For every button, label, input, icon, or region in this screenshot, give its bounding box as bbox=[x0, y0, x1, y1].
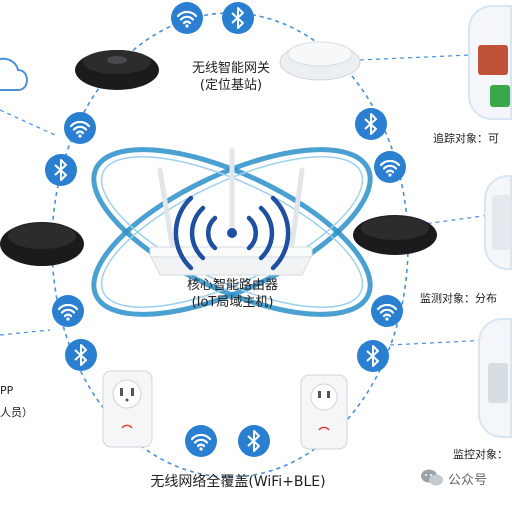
cloud-icon bbox=[0, 57, 28, 91]
gateway-label-line1: 无线智能网关 bbox=[191, 61, 270, 76]
wifi-icon bbox=[63, 111, 97, 145]
wifi-icon bbox=[184, 424, 218, 458]
coverage-label: 无线网络全覆盖(WiFi+BLE) bbox=[150, 474, 326, 490]
router-label: 核心智能路由器 (IoT局域主机) bbox=[155, 277, 310, 311]
gateway-label-line2: (定位基站) bbox=[199, 78, 263, 93]
bluetooth-icon bbox=[44, 153, 78, 187]
router-label-line2: (IoT局域主机) bbox=[191, 295, 274, 310]
wifi-icon bbox=[170, 1, 204, 35]
watermark: 公众号 bbox=[420, 468, 487, 488]
smart-plug-right bbox=[300, 374, 348, 450]
gateway-hub-left bbox=[0, 222, 84, 266]
wifi-icon bbox=[373, 150, 407, 184]
watermark-text: 公众号 bbox=[448, 472, 488, 488]
gateway-hub-right bbox=[353, 215, 437, 255]
wifi-icon bbox=[370, 294, 404, 328]
control-object-card bbox=[478, 318, 512, 438]
monitoring-object-card bbox=[484, 175, 512, 270]
bluetooth-icon bbox=[64, 338, 98, 372]
wifi-icon bbox=[51, 294, 85, 328]
router-label-line1: 核心智能路由器 bbox=[186, 278, 278, 293]
gateway-hub-top-left bbox=[75, 50, 159, 90]
wechat-icon bbox=[421, 469, 443, 486]
tracking-label: 追踪对象：可 bbox=[433, 132, 499, 145]
control-label: 监控对象： bbox=[453, 448, 508, 461]
gateway-label: 无线智能网关 (定位基站) bbox=[156, 60, 306, 94]
smart-plug-left bbox=[102, 370, 153, 448]
left-people-label: 人员） bbox=[0, 406, 33, 419]
bluetooth-icon bbox=[354, 107, 388, 141]
gateway-hub-top-right bbox=[279, 41, 361, 81]
bluetooth-icon bbox=[221, 1, 255, 35]
bluetooth-icon bbox=[356, 339, 390, 373]
monitoring-label: 监测对象：分布 bbox=[420, 292, 497, 305]
bluetooth-icon bbox=[237, 424, 271, 458]
tracking-object-card bbox=[468, 5, 512, 120]
left-pp-label: PP bbox=[0, 384, 14, 397]
